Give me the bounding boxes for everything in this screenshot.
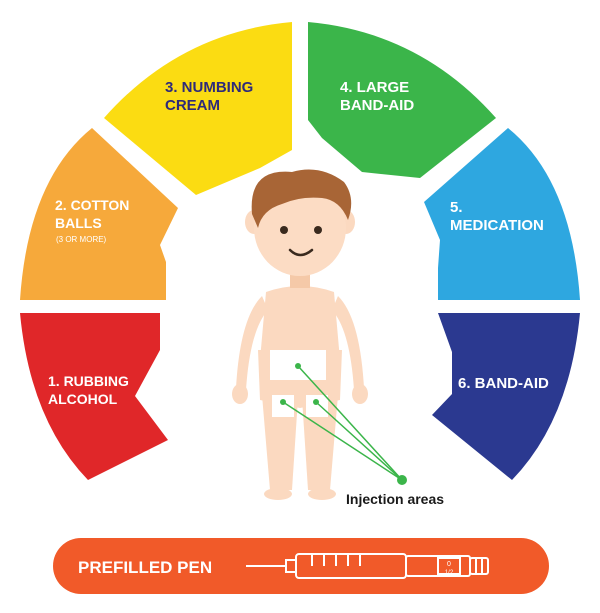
label-band-aid-line1: 6. BAND-AID bbox=[458, 375, 549, 392]
left-foot bbox=[264, 488, 292, 500]
pen-dial-bottom: 1/2 bbox=[445, 570, 454, 576]
right-foot bbox=[308, 488, 336, 500]
label-cotton-balls-line2: BALLS bbox=[55, 215, 102, 231]
segment-medication bbox=[424, 128, 580, 300]
label-numbing-cream: 3. NUMBING CREAM bbox=[165, 79, 253, 114]
pointer-line-left-thigh bbox=[282, 401, 403, 481]
torso bbox=[260, 286, 340, 360]
pointer-dot-right-thigh bbox=[313, 399, 319, 405]
injection-areas-label: Injection areas bbox=[346, 491, 444, 507]
pointer-line-abdomen bbox=[297, 365, 403, 481]
left-hand bbox=[232, 384, 248, 404]
injection-patch-right-thigh bbox=[306, 395, 328, 417]
label-numbing-cream-line1: 3. NUMBING bbox=[165, 79, 253, 96]
pen-dial-window bbox=[437, 557, 461, 575]
label-rubbing-alcohol-line2: ALCOHOL bbox=[48, 391, 118, 407]
pen-button bbox=[469, 557, 489, 575]
left-leg bbox=[262, 395, 298, 490]
label-band-aid: 6. BAND-AID bbox=[458, 375, 549, 392]
label-numbing-cream-line2: CREAM bbox=[165, 97, 220, 114]
supply-ring bbox=[20, 22, 580, 480]
mouth bbox=[288, 248, 314, 257]
label-cotton-balls-note: (3 OR MORE) bbox=[56, 235, 107, 244]
left-eye bbox=[280, 226, 288, 234]
right-hand bbox=[352, 384, 368, 404]
segment-cotton-balls bbox=[20, 128, 178, 300]
injection-pointer-lines bbox=[280, 363, 407, 485]
right-leg bbox=[302, 395, 338, 490]
prefilled-pen-banner: PREFILLED PEN 0 1/2 bbox=[53, 538, 549, 594]
pen-dial-top: 0 bbox=[447, 561, 451, 568]
child-figure: Injection areas bbox=[232, 169, 444, 507]
label-medication-line1: 5. bbox=[450, 199, 463, 216]
segment-band-aid bbox=[432, 313, 580, 480]
pointer-dot-left-thigh bbox=[280, 399, 286, 405]
right-arm bbox=[332, 296, 364, 390]
pointer-dot-abdomen bbox=[295, 363, 301, 369]
injection-patch-left-thigh bbox=[272, 395, 294, 417]
label-cotton-balls: 2. COTTON BALLS (3 OR MORE) bbox=[55, 197, 129, 244]
pen-illustration bbox=[246, 553, 489, 579]
label-large-band-aid: 4. LARGE BAND-AID bbox=[340, 79, 414, 114]
label-large-band-aid-line2: BAND-AID bbox=[340, 97, 414, 114]
pointer-line-right-thigh bbox=[315, 401, 403, 481]
pen-banner-label: PREFILLED PEN bbox=[78, 558, 212, 577]
hair bbox=[251, 169, 352, 228]
label-cotton-balls-line1: 2. COTTON bbox=[55, 197, 129, 213]
label-rubbing-alcohol-line1: 1. RUBBING bbox=[48, 373, 129, 389]
pen-banner-background bbox=[53, 538, 549, 594]
segment-rubbing-alcohol bbox=[20, 313, 168, 480]
segment-large-band-aid bbox=[308, 22, 496, 178]
right-eye bbox=[314, 226, 322, 234]
label-rubbing-alcohol: 1. RUBBING ALCOHOL bbox=[48, 373, 129, 407]
segment-numbing-cream bbox=[104, 22, 292, 195]
label-medication-line2: MEDICATION bbox=[450, 217, 544, 234]
label-large-band-aid-line1: 4. LARGE bbox=[340, 79, 409, 96]
left-arm bbox=[236, 296, 268, 390]
label-medication: 5. MEDICATION bbox=[450, 199, 544, 234]
pointer-anchor-dot bbox=[397, 475, 407, 485]
